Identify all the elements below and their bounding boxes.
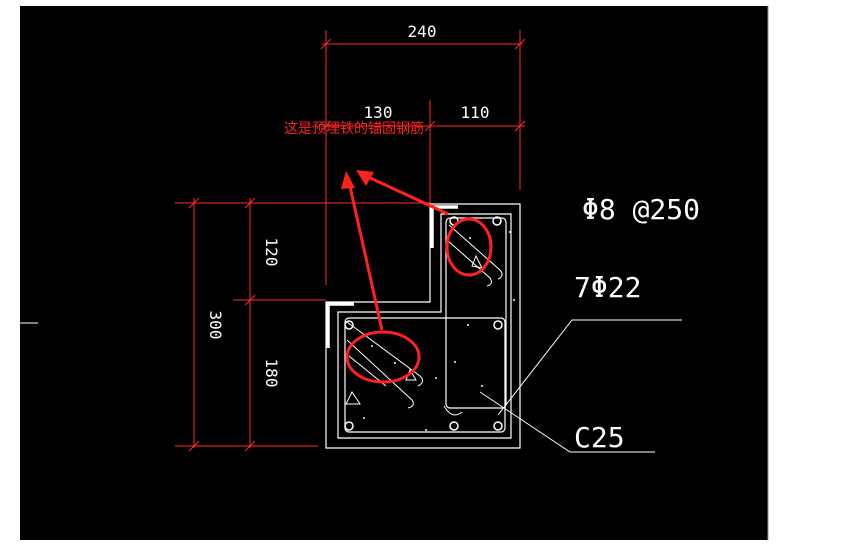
- dim-left-width: 130: [364, 103, 393, 122]
- dim-total-width: 240: [408, 22, 437, 41]
- inner-cover-line: [337, 213, 512, 439]
- anchor-bar-lower-a: [346, 321, 424, 387]
- arrow-head-lower: [341, 171, 355, 189]
- embedded-plate-lower: [326, 302, 354, 348]
- stirrup-label: Φ8 @250: [582, 193, 700, 226]
- main-bars-label: 7Φ22: [574, 271, 641, 304]
- arrow-to-lower: [347, 181, 384, 331]
- highlight-ellipse-upper: [445, 217, 493, 277]
- stirrup-hook: [345, 391, 361, 405]
- dim-total-height: 300: [206, 311, 225, 340]
- dim-right-width: 110: [461, 103, 490, 122]
- stirrup-hook: [443, 405, 463, 416]
- rebar: [344, 320, 354, 330]
- leader-concrete: [479, 391, 655, 453]
- concrete-grade-label: C25: [574, 421, 625, 454]
- leader-main-bars: [497, 319, 682, 416]
- section-outline: [325, 203, 521, 449]
- stirrup-lower: [344, 317, 506, 433]
- dimension-lines: [175, 30, 526, 452]
- anchor-bar-upper-a: [448, 224, 503, 280]
- rebar: [492, 216, 502, 226]
- stirrup-hook: [471, 254, 483, 269]
- dim-bottom-height: 180: [262, 359, 281, 388]
- annotation-markup: 这是预埋铁的锚固钢筋: [284, 120, 493, 384]
- cad-viewport: [20, 6, 768, 540]
- stirrup-upper: [445, 217, 507, 409]
- arrow-to-upper: [365, 174, 449, 216]
- highlight-ellipse-lower: [345, 330, 421, 384]
- annotation-text: 这是预埋铁的锚固钢筋: [284, 120, 424, 137]
- rebar: [449, 421, 459, 431]
- rebar: [344, 421, 354, 431]
- outer-profile: [325, 203, 521, 449]
- anchor-bar-upper-b: [446, 239, 492, 287]
- arrow-head-upper: [356, 170, 374, 186]
- anchor-bar-lower-b: [346, 339, 414, 409]
- dim-top-height: 120: [262, 238, 281, 267]
- rebar: [493, 320, 503, 330]
- rebar: [493, 421, 503, 431]
